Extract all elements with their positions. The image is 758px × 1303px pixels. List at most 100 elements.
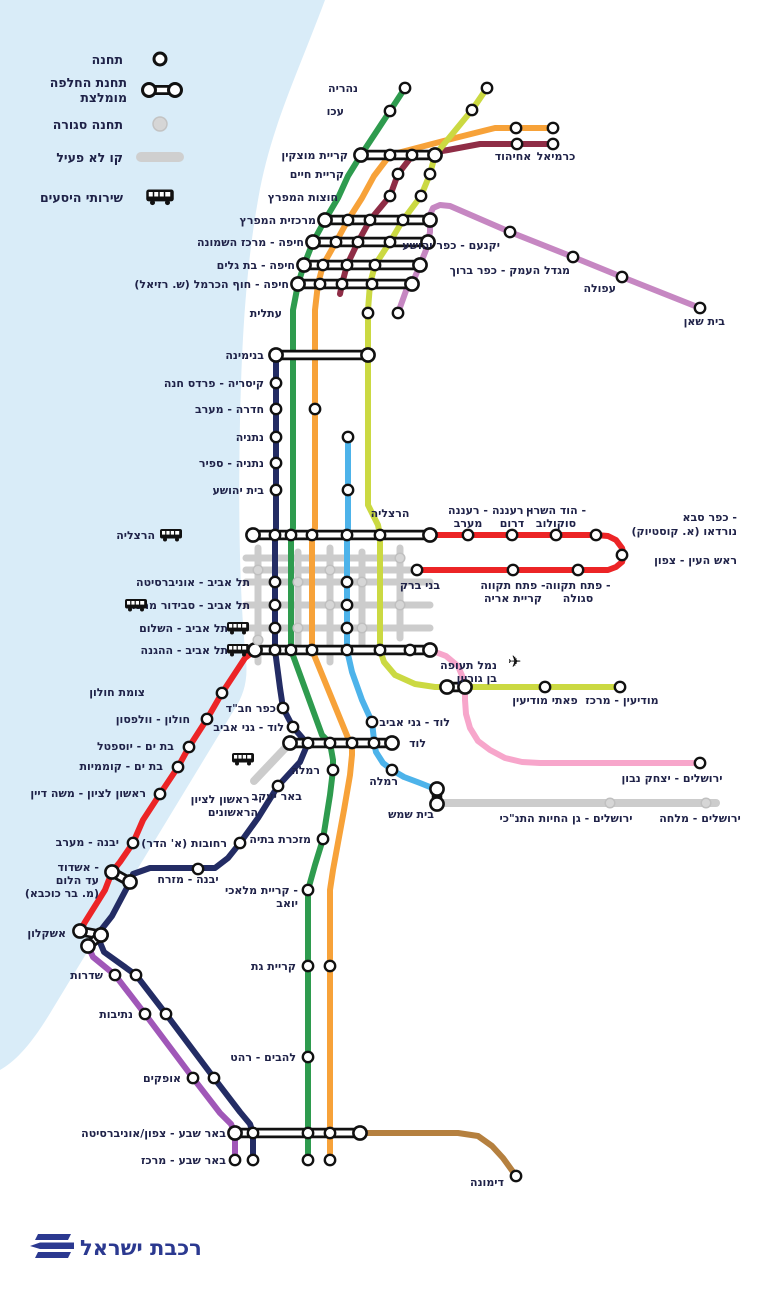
station[interactable] — [363, 213, 377, 227]
station[interactable] — [566, 250, 580, 264]
station[interactable] — [182, 740, 196, 754]
station[interactable] — [271, 779, 285, 793]
transfer-station[interactable] — [412, 257, 428, 273]
station[interactable] — [414, 189, 428, 203]
station[interactable] — [509, 121, 523, 135]
station[interactable] — [305, 643, 319, 657]
station[interactable] — [159, 1007, 173, 1021]
transfer-station[interactable] — [429, 781, 445, 797]
station[interactable] — [403, 643, 417, 657]
station[interactable] — [269, 430, 283, 444]
transfer-station[interactable] — [352, 1125, 368, 1141]
station[interactable] — [405, 148, 419, 162]
station[interactable] — [506, 563, 520, 577]
transfer-station[interactable] — [353, 147, 369, 163]
transfer-station[interactable] — [296, 257, 312, 273]
station[interactable] — [326, 763, 340, 777]
transfer-station[interactable] — [457, 679, 473, 695]
station[interactable] — [268, 575, 282, 589]
transfer-station[interactable] — [80, 938, 96, 954]
station[interactable] — [276, 701, 290, 715]
transfer-station[interactable] — [122, 874, 138, 890]
station[interactable] — [340, 598, 354, 612]
station[interactable] — [383, 104, 397, 118]
station[interactable] — [301, 1153, 315, 1167]
station[interactable] — [186, 1071, 200, 1085]
station[interactable] — [301, 1050, 315, 1064]
station[interactable] — [341, 430, 355, 444]
station[interactable] — [215, 686, 229, 700]
station[interactable] — [269, 483, 283, 497]
station[interactable] — [361, 306, 375, 320]
station[interactable] — [268, 528, 282, 542]
station[interactable] — [316, 258, 330, 272]
transfer-station[interactable] — [104, 864, 120, 880]
station[interactable] — [340, 621, 354, 635]
transfer-station[interactable] — [72, 923, 88, 939]
station[interactable] — [323, 959, 337, 973]
station[interactable] — [383, 189, 397, 203]
station[interactable] — [233, 836, 247, 850]
station[interactable] — [305, 528, 319, 542]
station[interactable] — [323, 736, 337, 750]
station[interactable] — [373, 528, 387, 542]
station[interactable] — [480, 81, 494, 95]
station[interactable] — [313, 277, 327, 291]
station[interactable] — [171, 760, 185, 774]
station[interactable] — [423, 167, 437, 181]
transfer-station[interactable] — [427, 147, 443, 163]
station[interactable] — [465, 103, 479, 117]
station[interactable] — [461, 528, 475, 542]
station[interactable] — [391, 306, 405, 320]
station[interactable] — [138, 1007, 152, 1021]
transfer-station[interactable] — [429, 796, 445, 812]
station[interactable] — [207, 1071, 221, 1085]
station[interactable] — [284, 528, 298, 542]
station[interactable] — [505, 528, 519, 542]
transfer-station[interactable] — [247, 642, 263, 658]
station[interactable] — [503, 225, 517, 239]
station[interactable] — [153, 787, 167, 801]
station[interactable] — [589, 528, 603, 542]
station[interactable] — [615, 548, 629, 562]
station[interactable] — [365, 715, 379, 729]
transfer-station[interactable] — [420, 234, 436, 250]
station[interactable] — [323, 1126, 337, 1140]
transfer-station[interactable] — [317, 212, 333, 228]
station[interactable] — [268, 621, 282, 635]
station[interactable] — [365, 277, 379, 291]
station[interactable] — [191, 862, 205, 876]
station[interactable] — [340, 643, 354, 657]
transfer-station[interactable] — [384, 735, 400, 751]
station[interactable] — [549, 528, 563, 542]
transfer-station[interactable] — [422, 527, 438, 543]
station[interactable] — [308, 402, 322, 416]
transfer-station[interactable] — [290, 276, 306, 292]
transfer-station[interactable] — [422, 642, 438, 658]
station[interactable] — [538, 680, 552, 694]
station[interactable] — [316, 832, 330, 846]
station[interactable] — [385, 763, 399, 777]
station[interactable] — [693, 301, 707, 315]
transfer-station[interactable] — [422, 212, 438, 228]
transfer-station[interactable] — [227, 1125, 243, 1141]
station[interactable] — [301, 959, 315, 973]
station[interactable] — [335, 277, 349, 291]
transfer-station[interactable] — [93, 927, 109, 943]
station[interactable] — [268, 598, 282, 612]
station[interactable] — [341, 213, 355, 227]
transfer-station[interactable] — [404, 276, 420, 292]
station[interactable] — [286, 720, 300, 734]
transfer-station[interactable] — [282, 735, 298, 751]
transfer-station[interactable] — [360, 347, 376, 363]
station[interactable] — [340, 575, 354, 589]
station[interactable] — [351, 235, 365, 249]
station[interactable] — [615, 270, 629, 284]
station[interactable] — [126, 836, 140, 850]
station[interactable] — [410, 563, 424, 577]
station[interactable] — [269, 456, 283, 470]
station[interactable] — [571, 563, 585, 577]
station[interactable] — [200, 712, 214, 726]
station[interactable] — [228, 1153, 242, 1167]
station[interactable] — [383, 148, 397, 162]
